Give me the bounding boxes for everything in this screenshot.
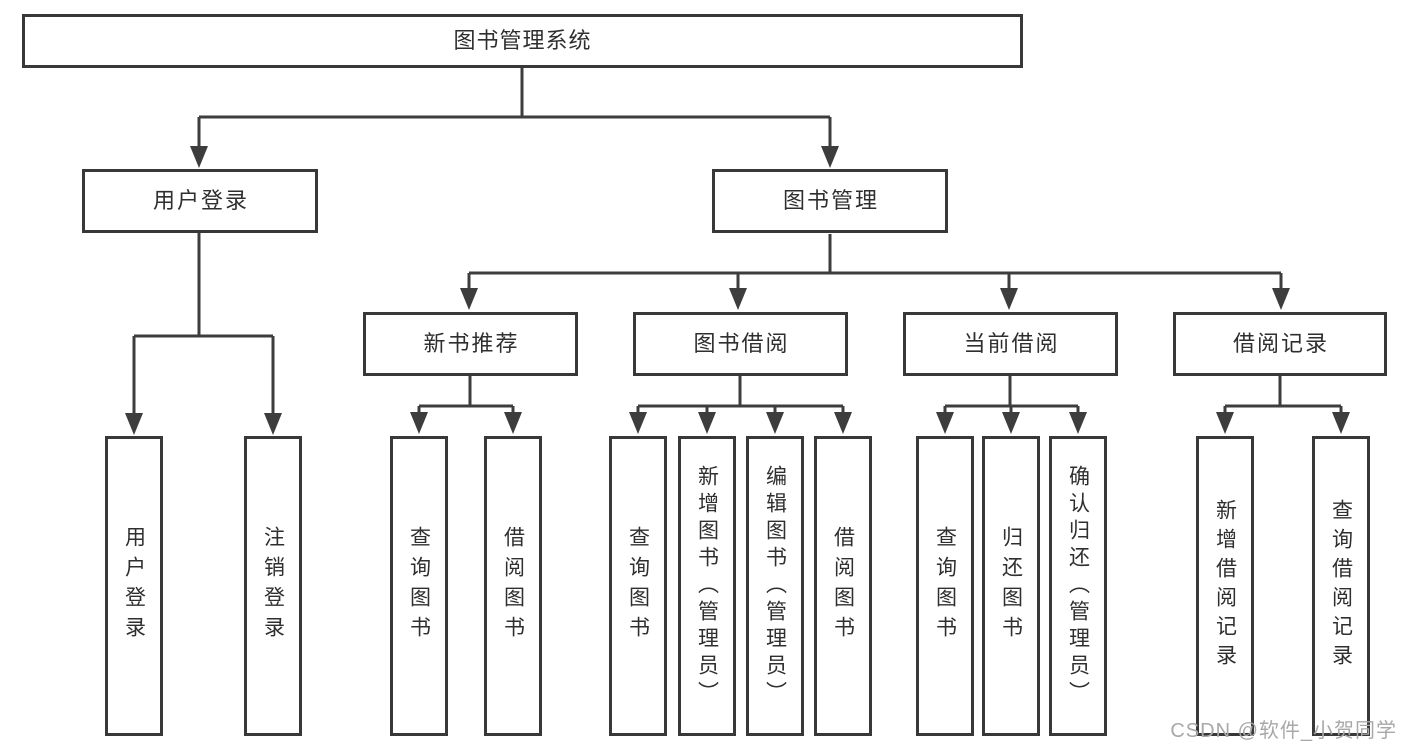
connector-new-book-recommend-branch	[410, 376, 522, 434]
leaf-add-borrow-record: 新增借阅记录	[1196, 436, 1254, 736]
node-book-management: 图书管理	[712, 169, 948, 233]
leaf-search-books-recommend: 查询图书	[390, 436, 448, 736]
csdn-watermark: CSDN @软件_小贺同学	[1170, 720, 1397, 742]
leaf-add-book-admin: 新增图书（管理员）	[678, 436, 736, 736]
connector-borrowing-records-branch	[1216, 376, 1350, 434]
connector-book-borrowing-branch	[629, 376, 852, 434]
connector-user-login-branch	[125, 233, 282, 435]
leaf-confirm-return-admin: 确认归还（管理员）	[1049, 436, 1107, 736]
leaf-search-borrow-record: 查询借阅记录	[1312, 436, 1370, 736]
leaf-borrow-books-borrowing: 借阅图书	[814, 436, 872, 736]
leaf-borrow-books-recommend: 借阅图书	[484, 436, 542, 736]
node-new-book-recommend: 新书推荐	[363, 312, 578, 376]
connector-current-borrowing-branch	[936, 376, 1087, 434]
node-borrowing-records: 借阅记录	[1173, 312, 1387, 376]
connector-book-management-branch	[460, 234, 1290, 310]
node-book-borrowing: 图书借阅	[633, 312, 848, 376]
leaf-edit-book-admin: 编辑图书（管理员）	[746, 436, 804, 736]
node-current-borrowing: 当前借阅	[903, 312, 1118, 376]
leaf-logout: 注销登录	[244, 436, 302, 736]
node-user-login: 用户登录	[82, 169, 318, 233]
leaf-user-login: 用户登录	[105, 436, 163, 736]
node-library-management-system: 图书管理系统	[22, 14, 1023, 68]
leaf-search-books-borrowing: 查询图书	[609, 436, 667, 736]
leaf-search-books-current: 查询图书	[916, 436, 974, 736]
leaf-return-books: 归还图书	[982, 436, 1040, 736]
connector-root-branch	[190, 68, 839, 168]
